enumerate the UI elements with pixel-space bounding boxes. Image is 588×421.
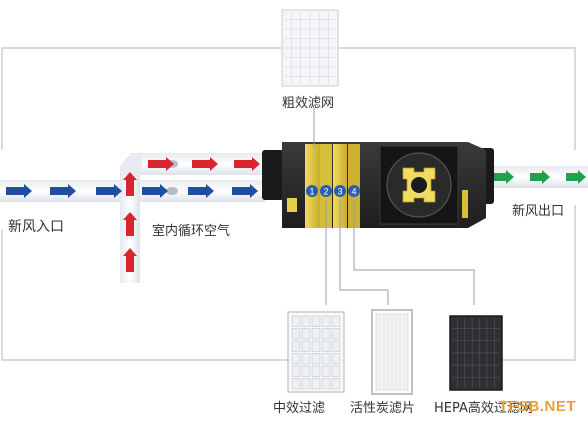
- blue-arrow: [232, 184, 258, 198]
- medium-filter-image: [287, 311, 345, 393]
- red-arrow: [148, 157, 174, 171]
- filter-number-2: 2: [323, 187, 328, 197]
- watermark: TFSB.NET: [498, 398, 576, 415]
- filter-number-4: 4: [351, 187, 356, 197]
- blue-arrow: [188, 184, 214, 198]
- indoor-circulation-label: 室内循环空气: [152, 224, 231, 239]
- fresh-air-inlet-label: 新风入口: [8, 219, 64, 235]
- fan-hub: [411, 177, 427, 193]
- fresh-air-unit: [262, 142, 494, 228]
- filter-number-3: 3: [337, 187, 342, 197]
- blue-arrow: [96, 184, 122, 198]
- blue-arrow: [142, 184, 168, 198]
- hepa-filter-label: HEPA高效过滤网: [434, 401, 533, 416]
- carbon-filter-label: 活性炭滤片: [350, 401, 416, 416]
- callout-lines: [313, 108, 475, 305]
- blue-arrow: [50, 184, 76, 198]
- coarse-filter-label: 粗效滤网: [282, 96, 335, 111]
- red-arrow: [123, 172, 137, 196]
- recirculation-pipe-elbow: [120, 153, 142, 175]
- filter-number-badges: 1 2 3 4: [306, 185, 360, 197]
- green-arrow: [566, 170, 586, 184]
- red-arrow: [123, 248, 137, 272]
- filter-number-1: 1: [309, 187, 314, 197]
- medium-filter-label: 中效过滤: [273, 401, 326, 416]
- green-arrow: [530, 170, 550, 184]
- unit-right-side-yellow: [462, 190, 468, 218]
- airflow-arrows: [6, 157, 586, 272]
- red-arrow: [234, 157, 260, 171]
- unit-label-sticker: [287, 198, 297, 212]
- unit-left-collar: [262, 150, 284, 200]
- red-arrow: [192, 157, 218, 171]
- green-arrow: [494, 170, 514, 184]
- carbon-filter-image: [371, 309, 413, 395]
- hepa-filter-image: [449, 315, 503, 391]
- blue-arrow: [6, 184, 32, 198]
- fresh-air-outlet-label: 新风出口: [512, 204, 565, 219]
- red-arrow: [123, 212, 137, 236]
- pipe-joint: [166, 187, 178, 195]
- coarse-filter-image: [281, 9, 339, 87]
